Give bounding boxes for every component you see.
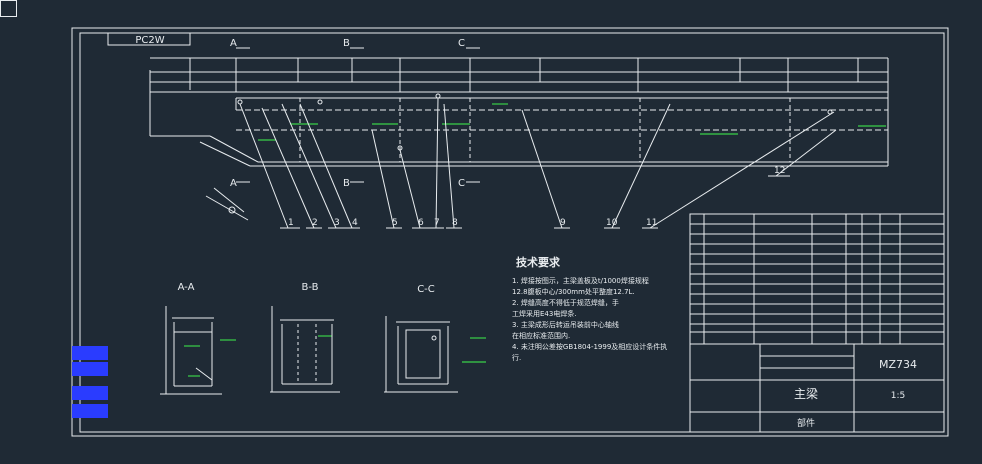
part-number-11: 11 xyxy=(646,218,657,228)
section-aa-view xyxy=(160,306,222,395)
section-mark-c-bottom: C xyxy=(458,178,465,189)
dimension-lines xyxy=(149,57,889,96)
tech-requirements-title: 技术要求 xyxy=(516,255,561,269)
sheet-type: 部件 xyxy=(797,417,815,429)
section-cut-marks xyxy=(236,47,480,183)
section-cc-view xyxy=(384,316,458,393)
part-number-7: 7 xyxy=(434,218,440,228)
tech-item-3: 2. 焊缝高度不得低于规范焊缝，手 xyxy=(512,298,619,307)
part-number-2: 2 xyxy=(312,218,318,228)
section-mark-b-top: B xyxy=(343,38,350,49)
part-number-9: 9 xyxy=(560,218,566,228)
section-mark-b-bottom: B xyxy=(343,178,350,189)
part-name: 主梁 xyxy=(794,386,818,401)
weld-symbols xyxy=(184,103,886,377)
angle-detail xyxy=(205,187,249,221)
tech-item-7: 4. 未注明公差按GB1804-1999及相应设计条件执 xyxy=(512,342,667,351)
inner-frame xyxy=(79,32,945,433)
parts-list-table xyxy=(689,213,945,345)
section-mark-a-bottom: A xyxy=(230,178,237,189)
outer-frame xyxy=(71,27,949,437)
section-mark-c-top: C xyxy=(458,38,465,49)
tech-item-6: 在相应标准范围内. xyxy=(512,331,570,340)
section-bb-view xyxy=(270,306,340,393)
section-aa-title: A-A xyxy=(178,282,195,293)
part-number-3: 3 xyxy=(334,218,340,228)
part-number-12: 12 xyxy=(774,166,785,176)
section-cc-title: C-C xyxy=(417,284,435,295)
part-number-1: 1 xyxy=(288,218,294,228)
part-number-4: 4 xyxy=(352,218,358,228)
tech-item-5: 3. 主梁成形后转运吊装前中心轴线 xyxy=(512,320,619,329)
part-number-10: 10 xyxy=(606,218,618,228)
drawing-number: MZ734 xyxy=(879,358,917,371)
part-number-8: 8 xyxy=(452,218,458,228)
section-mark-a-top: A xyxy=(230,38,237,49)
section-bb-title: B-B xyxy=(302,282,319,293)
part-leaders xyxy=(239,97,837,229)
title-tag: PC2W xyxy=(135,35,164,46)
ucs-icon xyxy=(0,0,17,17)
part-number-6: 6 xyxy=(418,218,424,228)
scale: 1:5 xyxy=(891,391,905,401)
tech-item-4: 工焊采用E43电焊条. xyxy=(512,309,577,318)
tech-item-8: 行. xyxy=(512,353,521,362)
tech-item-2: 12.8腹板中心/300mm处平整度12.7L. xyxy=(512,287,635,296)
side-tabs xyxy=(72,346,108,418)
part-number-5: 5 xyxy=(392,218,398,228)
main-girder xyxy=(149,91,889,167)
tech-item-1: 1. 焊接按图示，主梁盖板及t/1000焊接规程 xyxy=(512,276,649,285)
title-block xyxy=(689,343,945,433)
